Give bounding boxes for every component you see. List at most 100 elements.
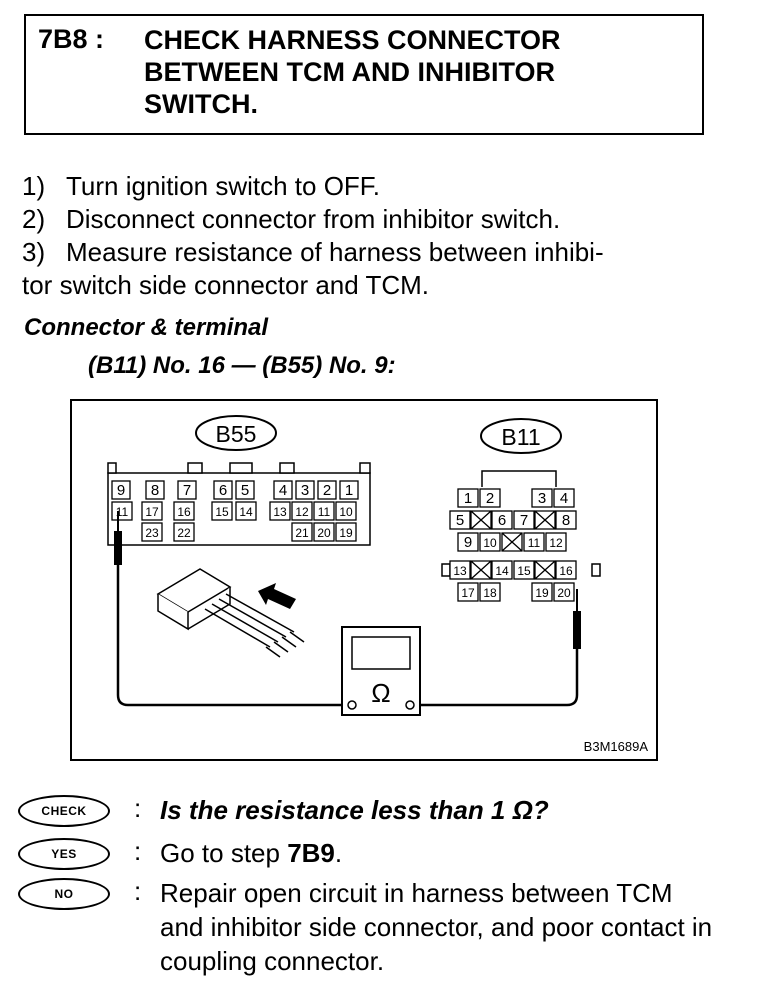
check-question: Is the resistance less than 1 Ω?	[160, 795, 549, 825]
ohmmeter: Ω	[341, 626, 421, 716]
terminal-number: 8	[562, 512, 570, 529]
connector-illustration	[156, 568, 305, 658]
terminal-number: 19	[535, 586, 549, 600]
terminal-number: 10	[483, 536, 497, 550]
terminal-cell	[313, 501, 335, 521]
no-text: Repair open circuit in harness between T…	[160, 878, 713, 976]
instruction-number: 3)	[22, 237, 46, 267]
check-colon: :	[134, 793, 142, 823]
terminal-cell	[291, 522, 313, 542]
instruction-item: 3) Measure resistance of harness between…	[22, 236, 712, 269]
instruction-item: 1) Turn ignition switch to OFF.	[22, 170, 712, 203]
yes-text: Go to step 7B9.	[160, 836, 720, 870]
terminal-cell	[479, 582, 501, 602]
terminal-cell	[523, 532, 545, 552]
b11-connector	[441, 470, 601, 577]
yes-row: YES : Go to step 7B9.	[18, 836, 748, 874]
terminal-cell	[491, 560, 513, 580]
figure-id: B3M1689A	[584, 739, 649, 754]
terminal-number: 19	[339, 526, 353, 540]
terminal-cell	[513, 510, 535, 530]
step-title: CHECK HARNESS CONNECTOR BETWEEN TCM AND …	[144, 25, 561, 119]
step-header-box: 7B8 : CHECK HARNESS CONNECTOR BETWEEN TC…	[24, 14, 704, 135]
terminal-number: 17	[145, 505, 159, 519]
terminal-number: 5	[241, 482, 249, 499]
terminal-number: 21	[295, 526, 309, 540]
terminal-number: 1	[345, 482, 353, 499]
blank-cell	[534, 510, 556, 530]
check-badge: CHECK	[18, 795, 110, 827]
terminal-number: 8	[151, 482, 159, 499]
blank-cell	[470, 560, 492, 580]
yes-text-suffix: .	[334, 838, 343, 868]
blank-cell	[470, 510, 492, 530]
terminal-cell	[235, 480, 255, 500]
instruction-list: 1) Turn ignition switch to OFF. 2) Disco…	[22, 170, 712, 302]
terminal-cell	[449, 510, 471, 530]
terminal-cell	[269, 501, 291, 521]
terminal-number: 6	[219, 482, 227, 499]
terminal-cell	[335, 522, 357, 542]
terminal-number: 1	[464, 490, 472, 507]
terminal-number: 15	[215, 505, 229, 519]
terminal-number: 13	[453, 564, 467, 578]
terminal-cell	[145, 480, 165, 500]
terminal-number: 5	[456, 512, 464, 529]
terminal-cell	[235, 501, 257, 521]
terminal-number: 9	[464, 534, 472, 551]
terminal-cell	[479, 488, 501, 508]
terminal-cell	[313, 522, 335, 542]
terminal-cell	[111, 480, 131, 500]
yes-text-prefix: Go to step	[160, 838, 288, 868]
terminal-cell	[457, 582, 479, 602]
terminal-number: 9	[117, 482, 125, 499]
instruction-continuation: tor switch side connector and TCM.	[22, 270, 430, 300]
terminal-cell	[291, 501, 313, 521]
yes-colon: :	[134, 836, 142, 866]
terminal-cell	[491, 510, 513, 530]
instruction-text: Measure resistance of harness between in…	[66, 237, 604, 267]
terminal-number: 2	[486, 490, 494, 507]
terminal-cell	[555, 560, 577, 580]
b11-label: B11	[501, 424, 540, 450]
terminal-number: 7	[520, 512, 528, 529]
b55-label: B55	[216, 421, 257, 447]
terminal-number: 6	[498, 512, 506, 529]
terminal-number: 22	[177, 526, 191, 540]
terminal-cell	[449, 560, 471, 580]
instruction-text: Disconnect connector from inhibitor swit…	[66, 204, 561, 234]
terminal-cell	[513, 560, 535, 580]
terminal-number: 4	[279, 482, 287, 499]
probe-right	[418, 589, 581, 707]
instruction-number: 1)	[22, 171, 46, 201]
no-badge: NO	[18, 878, 110, 910]
no-row: NO : Repair open circuit in harness betw…	[18, 876, 748, 986]
terminal-cell	[177, 480, 197, 500]
terminal-cell	[273, 480, 293, 500]
terminal-number: 18	[483, 586, 497, 600]
terminal-cell	[211, 501, 233, 521]
connector-terminal-pins: (B11) No. 16 — (B55) No. 9:	[88, 352, 396, 379]
terminal-number: 17	[461, 586, 475, 600]
terminal-number: 16	[559, 564, 573, 578]
terminal-cell	[335, 501, 357, 521]
check-row: CHECK : Is the resistance less than 1 Ω?	[18, 793, 748, 831]
terminal-cell	[457, 532, 479, 552]
terminal-cell	[173, 501, 195, 521]
no-colon: :	[134, 876, 142, 906]
terminal-number: 12	[549, 536, 563, 550]
terminal-cell	[553, 488, 575, 508]
terminal-cell	[545, 532, 567, 552]
terminal-number: 23	[145, 526, 159, 540]
terminal-number: 12	[295, 505, 309, 519]
terminal-cell	[141, 501, 163, 521]
terminal-number: 13	[273, 505, 287, 519]
terminal-cell	[531, 488, 553, 508]
terminal-number: 15	[517, 564, 531, 578]
arrow-icon	[258, 583, 296, 609]
terminal-number: 11	[528, 536, 541, 550]
terminal-cell	[213, 480, 233, 500]
connector-terminal-heading: Connector & terminal	[24, 314, 269, 341]
terminal-number: 20	[557, 586, 571, 600]
